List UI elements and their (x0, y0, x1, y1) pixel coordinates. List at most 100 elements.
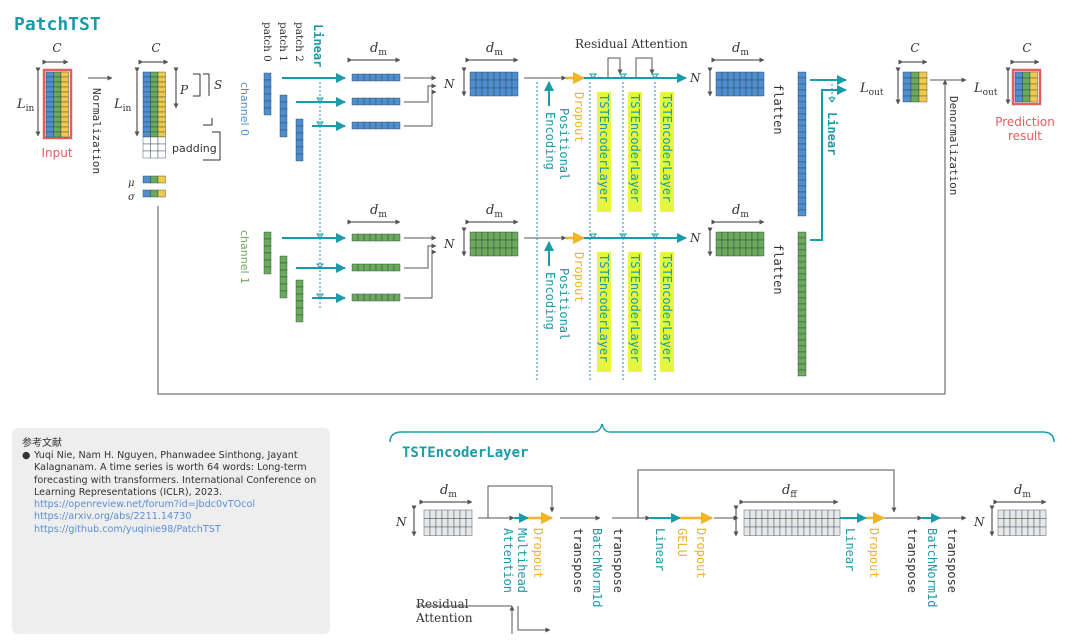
enc-dropout-2: Dropout (694, 528, 708, 579)
dm-label-enc0: dm (732, 41, 749, 58)
dm-label-enc1: dm (732, 203, 749, 220)
encoder-output-cell (1015, 518, 1023, 528)
output-cell (918, 77, 928, 85)
positional-label-ch1: Positional (557, 268, 571, 340)
patch-cell (279, 101, 288, 110)
input-cell (60, 96, 69, 103)
flatten-cell (797, 143, 807, 151)
enc-transpose-2: transpose (611, 528, 625, 593)
encoded-cell (733, 71, 741, 81)
flatten-cell (797, 71, 807, 79)
flatten-cell (797, 285, 807, 293)
token-cell (469, 231, 477, 241)
normalized-grid (142, 71, 166, 159)
enc-gelu: GELU (675, 528, 689, 557)
token-cell (481, 239, 489, 249)
token-cell (511, 79, 519, 89)
flatten-cell (797, 137, 807, 145)
embedding-cell (381, 73, 389, 82)
patch-cell (295, 286, 304, 295)
norm-cell (157, 131, 166, 138)
mu-cell (150, 175, 159, 184)
encoder-ff-cell (779, 509, 787, 519)
padding-cell (150, 143, 159, 152)
input-cell (60, 91, 69, 98)
prediction-cell (1029, 71, 1038, 79)
enc-multihead: Multihead (515, 528, 529, 593)
encoder-ff-cell (797, 509, 805, 519)
link-github[interactable]: https://github.com/yuqinie98/PatchTST (34, 523, 221, 535)
encoder-output-cell (1003, 518, 1011, 528)
enc-residual-1: Residual (416, 597, 469, 611)
token-cell (487, 71, 495, 81)
encoded-cell (757, 231, 765, 241)
encoder-ff-cell (827, 509, 835, 519)
encoder-output-cell (1021, 526, 1029, 536)
token-cell (505, 87, 513, 97)
pred-c-label: C (1022, 41, 1031, 55)
embedding-cell (387, 293, 395, 302)
encoder-output-cell (1039, 518, 1047, 528)
encoder-ff-cell (791, 509, 799, 519)
embedding-cell (381, 233, 389, 242)
output-cell (910, 77, 920, 85)
flatten-cell (797, 179, 807, 187)
token-cell (499, 71, 507, 81)
encoded-grid-ch1 (715, 231, 765, 257)
encoder-input-cell (429, 518, 437, 528)
norm-cell (157, 81, 166, 88)
encoded-cell (727, 87, 735, 97)
norm-cell (157, 101, 166, 108)
enc-grid-out (997, 509, 1047, 536)
prediction-cell (1022, 83, 1031, 91)
embedding-cell (387, 97, 395, 106)
encoder-ff-cell (791, 526, 799, 536)
input-cell (60, 86, 69, 93)
token-cell (481, 87, 489, 97)
encoder-input-cell (441, 509, 449, 519)
embedding-cell (381, 121, 389, 130)
encoded-cell (727, 239, 735, 249)
padding-label: padding (172, 142, 217, 155)
link-openreview[interactable]: https://openreview.net/forum?id=Jbdc0vTO… (34, 499, 255, 511)
flatten-cell (797, 231, 807, 239)
encoder-output-cell (1027, 518, 1035, 528)
enc-n-out: N (973, 515, 985, 529)
token-cell (487, 87, 495, 97)
norm-cell (142, 131, 151, 138)
padding-cell (157, 150, 166, 159)
encoder-ff-cell (827, 526, 835, 536)
flatten-cell (797, 309, 807, 317)
encoded-cell (715, 231, 723, 241)
dm-label-emb1: dm (370, 203, 387, 220)
embedding-cell (393, 121, 401, 130)
input-cell (60, 126, 69, 133)
encoded-cell (721, 79, 729, 89)
flatten-cell (797, 95, 807, 103)
patch-cell (279, 290, 288, 299)
patch-cell (279, 269, 288, 278)
flatten-cell (797, 89, 807, 97)
prediction-cell (1022, 89, 1031, 97)
encoder-output-cell (997, 526, 1005, 536)
output-cell (902, 83, 912, 91)
embedding-cell (351, 263, 359, 272)
dropout-label-ch1: Dropout (572, 252, 586, 303)
input-length-label: Lin (16, 97, 35, 114)
patch-cell (263, 252, 272, 261)
flatten-cell (797, 119, 807, 127)
norm-cell (150, 116, 159, 123)
encoded-cell (727, 79, 735, 89)
link-arxiv[interactable]: https://arxiv.org/abs/2211.14730 (34, 511, 192, 523)
norm-cell (150, 101, 159, 108)
token-cell (505, 239, 513, 249)
norm-cell (150, 71, 159, 78)
token-cell (511, 87, 519, 97)
norm-length-label: Lin (113, 97, 132, 114)
input-cell (45, 121, 54, 128)
citation-text: Yuqi Nie, Nam H. Nguyen, Phanwadee Sinth… (34, 450, 317, 498)
input-cell (60, 111, 69, 118)
n-label-b0: N (689, 71, 701, 85)
patch-cell (295, 279, 304, 288)
enc-transpose-1: transpose (571, 528, 585, 593)
